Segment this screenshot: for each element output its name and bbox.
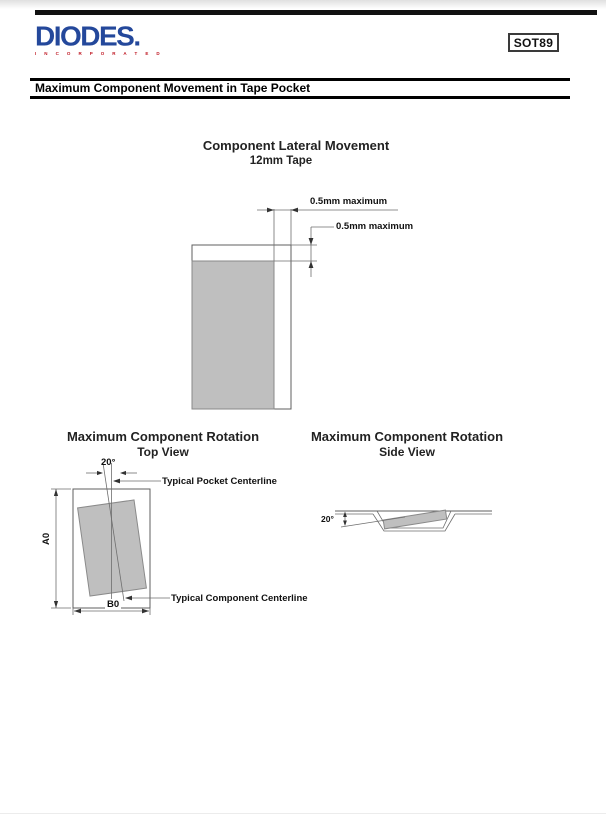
top-view-diagram [51,462,170,615]
b0-arrowhead-left-icon [74,608,81,614]
lateral-diagram [191,207,398,410]
b0-arrowhead-right-icon [142,608,149,614]
side-view-title: Maximum Component Rotation [310,429,504,444]
pocket-inner-wall [376,510,452,529]
a0-arrowhead-top-icon [53,489,59,496]
page-top-shade [0,0,606,9]
angle-arrowhead-left-icon [97,470,103,476]
top-view-component-group [77,499,147,597]
top-view-title: Maximum Component Rotation [66,429,260,444]
logo-brand-text: DIODES. [35,21,141,52]
side-view-angle-label: 20° [321,514,334,524]
section-rule-top [30,78,570,81]
angle-reference-line [340,516,406,528]
section-title: Maximum Component Movement in Tape Pocke… [35,81,311,95]
side-view-subtitle: Side View [379,445,435,459]
diodes-logo: DIODES. I N C O R P O R A T E D [35,21,164,56]
angle-arrowhead-down-icon [343,520,347,526]
side-view-diagram [335,509,492,532]
a0-arrowhead-bottom-icon [53,601,59,608]
top-view-component [77,499,147,597]
pocket-leader-arrowhead-icon [113,478,120,484]
arrowhead-right-icon [267,207,274,213]
top-rule [35,10,597,15]
arrowhead-up-icon [308,261,314,268]
lateral-title: Component Lateral Movement [202,138,390,153]
lateral-dim-right-label: 0.5mm maximum [310,196,388,207]
arrowhead-down-icon [308,238,314,245]
component-leader-arrowhead-icon [125,595,132,601]
top-view-subtitle: Top View [137,445,189,459]
package-badge: SOT89 [508,33,559,52]
side-view-component-group [382,509,448,530]
arrowhead-left-icon [291,207,298,213]
lateral-dim-top-label: 0.5mm maximum [336,221,414,232]
component-centerline-label: Typical Component Centerline [171,593,308,604]
angle-arrowhead-up-icon [343,511,347,517]
lateral-component [191,260,275,410]
b0-label: B0 [105,599,122,610]
top-view-angle-label: 20° [101,457,116,468]
logo-sub-text: I N C O R P O R A T E D [35,51,164,56]
lateral-subtitle: 12mm Tape [249,155,313,167]
section-rule-bottom [30,96,570,99]
angle-arrowhead-right-icon [120,470,126,476]
a0-label: A0 [41,532,52,545]
side-view-component [382,509,448,530]
pocket-centerline-label: Typical Pocket Centerline [162,476,277,487]
pocket-outer-wall [372,513,456,532]
component-centerline [102,462,125,602]
